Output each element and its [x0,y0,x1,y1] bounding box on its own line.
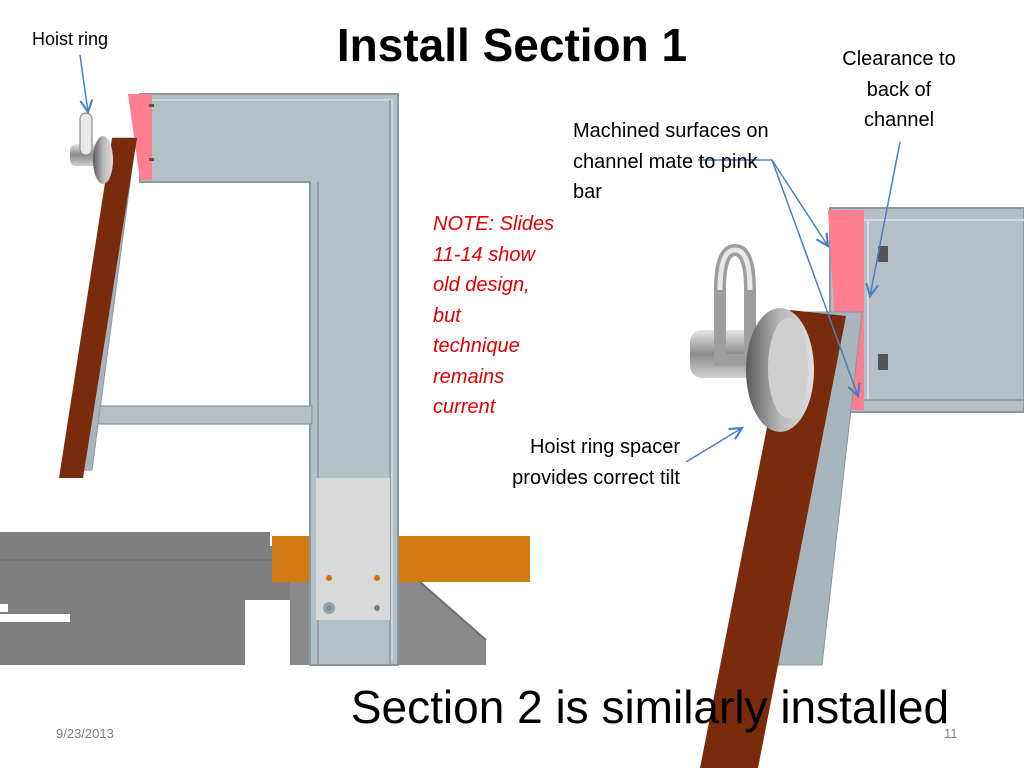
arrow-machined-2 [771,159,858,396]
right-detail-view [690,207,1024,768]
slide-title: Install Section 1 [336,19,688,71]
horizontal-brace [83,405,313,425]
channel-lower-plate [316,478,390,620]
arrow-hoist-ring [79,54,88,112]
callout-arrows [79,54,901,463]
slide-date: 9/23/2013 [56,726,114,741]
label-clearance: Clearance to back of channel [842,48,956,131]
slide-page-number: 11 [944,726,958,741]
label-machined-surfaces: Machined surfaces on channel mate to pin… [573,120,769,203]
arrow-spacer [685,428,742,463]
hoist-ring-right [690,243,814,432]
design-note: NOTE: Slides 11-14 show old design, but … [433,213,555,418]
label-hoist-spacer: Hoist ring spacer provides correct tilt [512,436,680,489]
label-hoist-ring: Hoist ring [32,29,109,49]
base-block [0,532,290,665]
slide-subtitle: Section 2 is similarly installed [350,681,950,733]
hoist-ring-left [70,112,113,184]
left-assembly-view [0,93,530,666]
brown-plate-detail [700,310,846,768]
brown-plate [59,138,137,478]
pink-bar [128,94,152,180]
arrow-clearance [870,141,901,296]
